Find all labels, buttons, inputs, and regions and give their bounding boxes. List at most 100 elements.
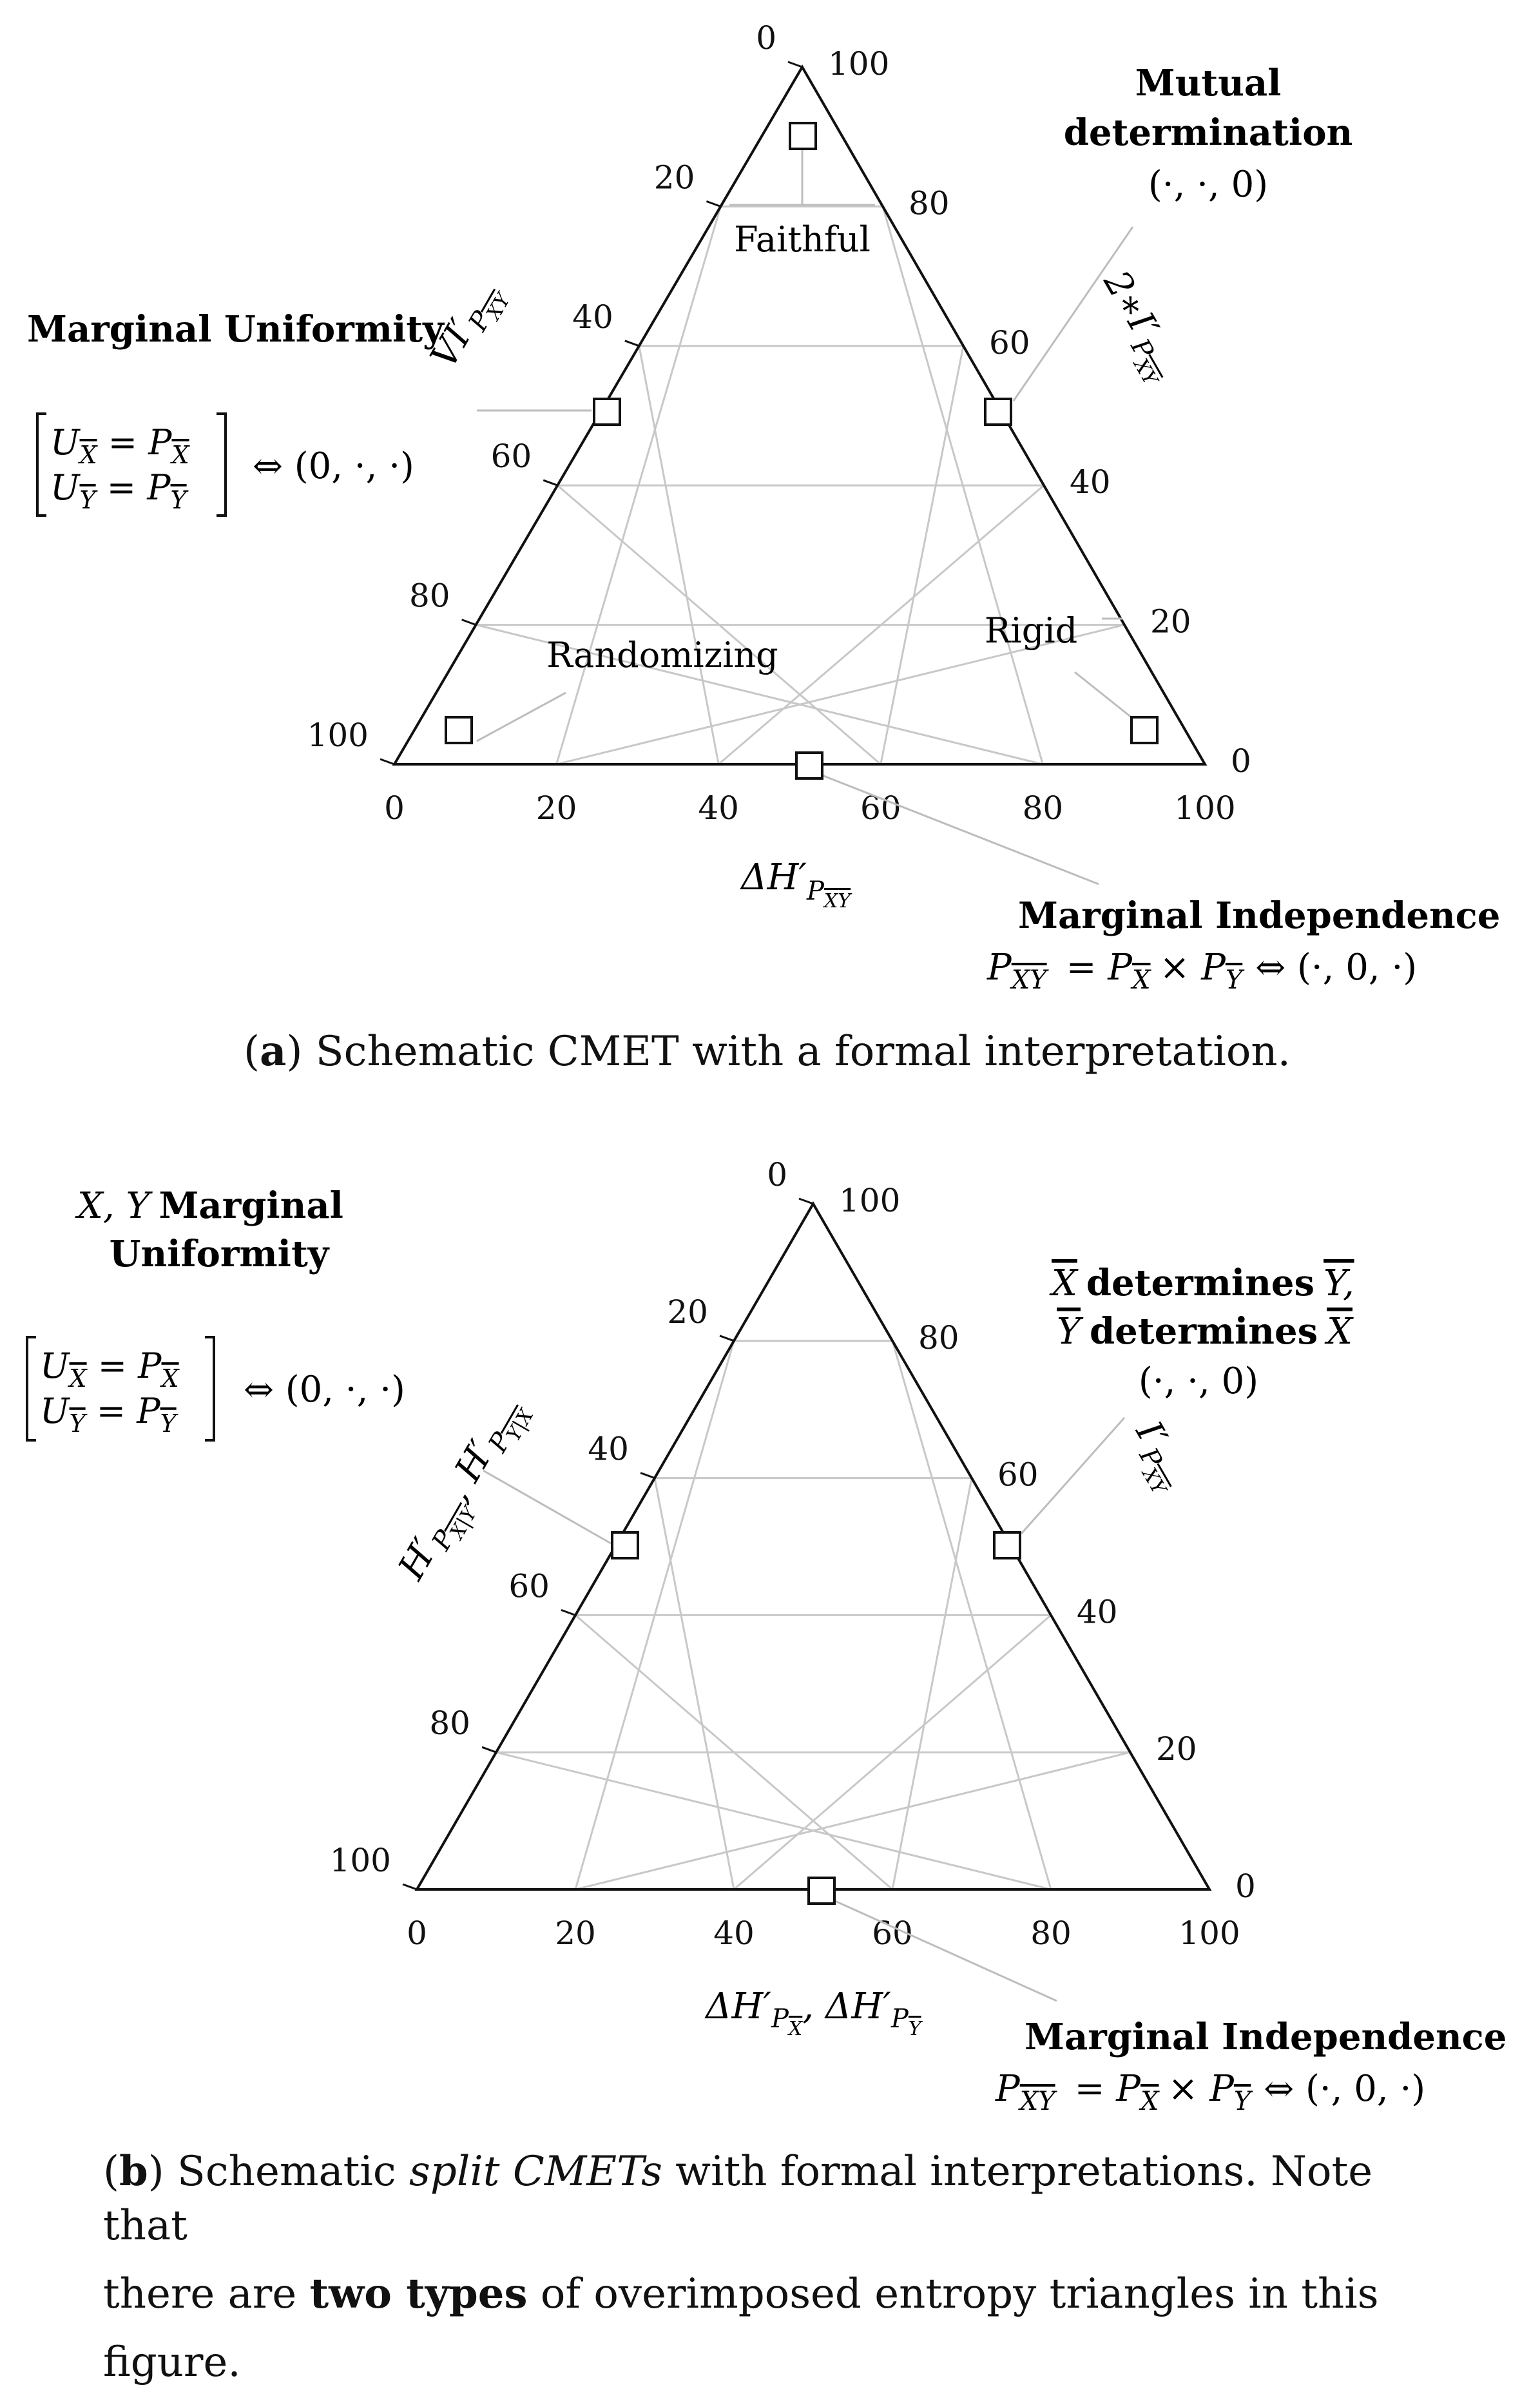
matrix-bracket-left-b — [26, 1336, 36, 1442]
uniformity-b-row1-usub: X — [68, 1364, 88, 1393]
b-tickmark-left-0 — [798, 1197, 814, 1205]
svg-text:2∗I′PXY: 2∗I′PXY — [1085, 264, 1189, 391]
a-tickmark-left-100 — [380, 758, 395, 766]
a-tick-bottom-40: 40 — [698, 789, 739, 827]
indep-lhs-a: P — [987, 947, 1012, 989]
determines-l2-a: Y — [1057, 1311, 1084, 1353]
indep-lhs-sub-b: XY — [1018, 2087, 1057, 2116]
b-grid-l-4 — [891, 1340, 1052, 1890]
annotation-mutual-determination: Mutual determination (·, ·, 0) — [1064, 62, 1353, 206]
axis-b-bottom-2: ΔH′ — [824, 1985, 891, 2027]
b-tick-bottom-0: 0 — [407, 1915, 427, 1952]
indep-lhs-sub-a: XY — [1010, 965, 1049, 995]
axis-b-bottom-sub1: X — [787, 2018, 804, 2040]
uniformity-b-row2-u: U — [40, 1391, 70, 1431]
leader-rigid — [1074, 671, 1136, 722]
uniformity-row2-psub: Y — [171, 486, 189, 514]
determines-l1-c: Y, — [1323, 1262, 1354, 1304]
a-grid-l-1 — [556, 624, 1125, 766]
annotation-uniformity-a: Marginal Uniformity UX = PX UY = PY ⇔ (0… — [27, 308, 445, 517]
b-tick-left-80: 80 — [429, 1704, 470, 1742]
a-tick-right-100: 100 — [828, 45, 889, 82]
axis-b-bottom-p2: P — [890, 2004, 909, 2034]
axis-label-bottom-a: ΔH′PXY — [740, 856, 852, 912]
uniformity-b-vars: X, Y — [75, 1185, 153, 1227]
svg-text:UY = PY: UY = PY — [40, 1391, 179, 1438]
leader-independence-a — [816, 772, 1099, 885]
indep-lhs-b: P — [995, 2068, 1021, 2110]
uniformity-b-row1-u: U — [40, 1346, 70, 1386]
axis-label-right-b: I′PXY — [1117, 1414, 1198, 1500]
a-tick-bottom-0: 0 — [384, 789, 405, 827]
axis-label-bottom-b: ΔH′PX, ΔH′PY — [704, 1985, 923, 2040]
a-tick-left-60: 60 — [491, 438, 532, 475]
b-tick-bottom-40: 40 — [713, 1915, 755, 1952]
a-tick-bottom-60: 60 — [860, 789, 901, 827]
axis-b-bottom-1: ΔH′ — [704, 1985, 771, 2027]
indep-mid-sub-b: X — [1139, 2087, 1160, 2116]
b-grid-l-3 — [891, 1478, 973, 1890]
b-tick-bottom-80: 80 — [1030, 1915, 1072, 1952]
determines-l1-a: X — [1049, 1262, 1079, 1304]
b-tick-bottom-20: 20 — [555, 1915, 596, 1952]
annotation-independence-a: Marginal Independence PXY= PX× PY⇔ (·, 0… — [987, 894, 1500, 995]
leader-randomizing — [476, 691, 566, 742]
caption-b-text2: with formal interpretations. Note that — [103, 2148, 1373, 2250]
a-tick-bottom-20: 20 — [536, 789, 577, 827]
caption-b: (b) Schematic split CMETs with formal in… — [103, 2145, 1443, 2389]
determines-l2-c: X — [1324, 1311, 1354, 1353]
uniformity-b-row1-eq: = — [87, 1346, 139, 1386]
svg-text:UX = PX: UX = PX — [50, 422, 191, 469]
b-tick-right-20: 20 — [1156, 1730, 1197, 1768]
b-tickmark-left-80 — [481, 1746, 497, 1753]
a-grid-r-3 — [557, 485, 881, 766]
caption-b-line2: there are two types of overimposed entro… — [103, 2267, 1443, 2321]
b-tickmark-left-40 — [640, 1472, 655, 1480]
triangle-outline-a — [392, 64, 1208, 766]
indep-times-sub-b: Y — [1234, 2087, 1253, 2116]
grid-lines-b — [496, 1340, 1131, 1891]
b-tick-left-100: 100 — [330, 1842, 391, 1879]
a-tick-left-20: 20 — [654, 159, 695, 196]
svg-text:UX = PX: UX = PX — [40, 1346, 180, 1393]
axis-b-bottom-sub2: Y — [909, 2018, 923, 2040]
a-tick-bottom-100: 100 — [1174, 789, 1235, 827]
caption-a-text: Schematic CMET with a formal interpretat… — [302, 1028, 1291, 1076]
grid-lines-a — [476, 205, 1125, 766]
marker-uniformity-a — [593, 398, 621, 426]
a-tickmark-left-60 — [543, 479, 558, 487]
axis-label-right-a: 2∗I′PXY — [1085, 264, 1189, 391]
a-tickmark-left-80 — [461, 619, 477, 626]
svg-text:ΔH′PX, ΔH′PY: ΔH′PX, ΔH′PY — [704, 1985, 923, 2040]
caption-a-label: a — [259, 1027, 287, 1076]
indep-mid-sub-a: X — [1130, 965, 1151, 995]
b-tick-right-60: 60 — [997, 1456, 1039, 1494]
region-randomizing: Randomizing — [546, 635, 778, 675]
determines-l1-b: determines — [1086, 1262, 1314, 1304]
uniformity-row1-u: U — [50, 422, 81, 463]
b-grid-r-4 — [496, 1751, 1052, 1891]
b-tick-left-40: 40 — [588, 1431, 629, 1468]
caption-b-line2b: of overimposed entropy triangles in this — [527, 2270, 1379, 2318]
caption-b-italic: split CMETs — [409, 2148, 662, 2196]
mutual-line2: determination — [1064, 111, 1353, 154]
matrix-bracket-right-a — [217, 412, 227, 517]
uniformity-arrow-b: ⇔ (0, ·, ·) — [244, 1369, 405, 1411]
uniformity-row2-u: U — [50, 467, 81, 508]
b-grid-l-2 — [733, 1614, 1052, 1891]
a-grid-r-4 — [476, 624, 1043, 766]
svg-text:I′PXY: I′PXY — [1117, 1414, 1198, 1500]
a-tick-left-80: 80 — [409, 577, 450, 615]
b-tick-right-40: 40 — [1077, 1593, 1118, 1630]
indep-times-a: × P — [1159, 947, 1226, 989]
uniformity-row2-usub: Y — [80, 486, 99, 514]
marker-determines — [993, 1531, 1021, 1559]
b-grid-l-1 — [575, 1751, 1131, 1891]
uniformity-b-row2-p: P — [136, 1391, 161, 1431]
axis-b-bottom-p1: P — [771, 2004, 789, 2034]
uniformity-row1-psub: X — [170, 441, 191, 469]
axis-bottom-subsub: XY — [823, 890, 852, 912]
b-tick-left-0: 0 — [767, 1156, 787, 1193]
b-tick-right-100: 100 — [839, 1182, 900, 1219]
